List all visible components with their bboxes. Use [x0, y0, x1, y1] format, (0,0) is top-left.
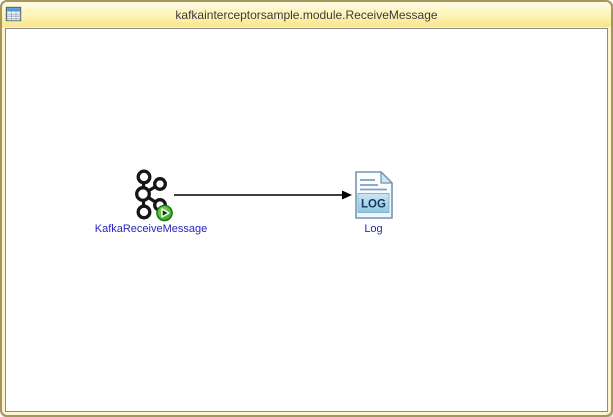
title-bar: kafkainterceptorsample.module.ReceiveMes… [2, 2, 611, 27]
log-document-icon[interactable]: LOG [354, 170, 394, 220]
green-play-badge [156, 204, 173, 222]
page-title: kafkainterceptorsample.module.ReceiveMes… [175, 7, 438, 22]
node-label-log[interactable]: Log [364, 223, 383, 235]
connector-arrow[interactable] [173, 188, 356, 202]
table-icon [5, 6, 22, 22]
diagram-canvas[interactable]: KafkaReceiveMessage [5, 28, 608, 412]
log-icon-text: LOG [361, 199, 386, 211]
kafka-logo-icon[interactable] [129, 166, 175, 224]
node-label-kafka-receive-message[interactable]: KafkaReceiveMessage [94, 223, 208, 235]
